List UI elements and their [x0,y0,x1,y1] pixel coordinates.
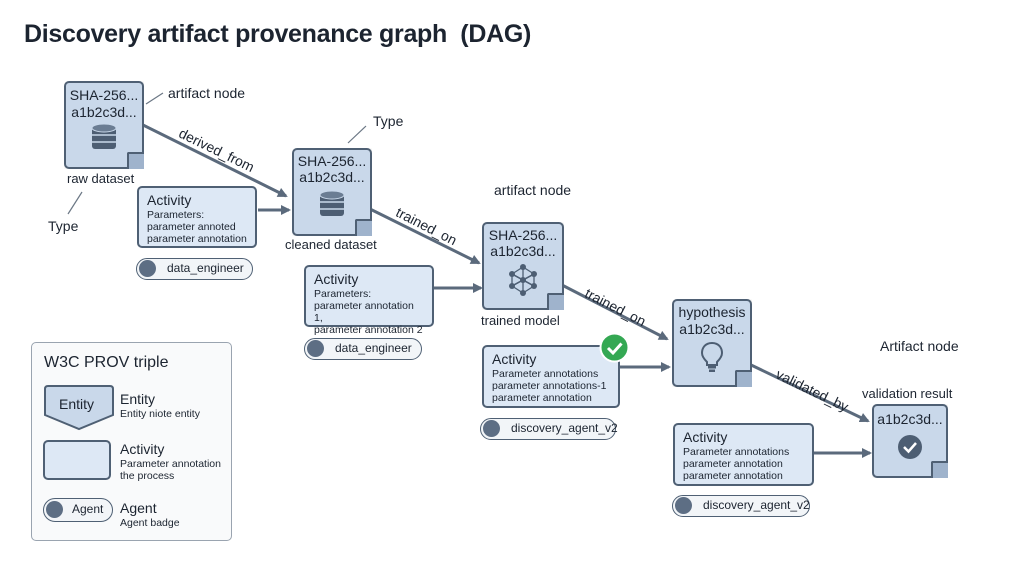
activity-param: parameter annotation [683,458,783,470]
legend-entity-shape [44,385,114,431]
agent-name: data_engineer [167,261,244,275]
activity-box-2[interactable]: Activity Parameters: parameter annotatio… [304,265,434,336]
activity-param: Parameter annotations [492,368,599,380]
activity-param: Parameters: [314,288,372,300]
activity-box-4[interactable]: Activity Parameter annotations parameter… [673,423,814,486]
edge-trained-on-2-line [559,282,669,341]
agent-avatar-icon [139,260,156,277]
activity-param: parameter annotations-1 [492,380,607,392]
activity-param: parameter annotation 1, [314,300,414,324]
agent-avatar-icon [46,501,63,518]
legend-panel: W3C PROV triple Entity Entity Entity nio… [31,342,232,541]
checkmark-icon [898,435,922,459]
activity-title: Activity [492,351,537,367]
node-hash-line-1: SHA-256... [488,227,558,243]
agent-name: discovery_agent_v2 [703,498,810,512]
legend-activity-desc: the process [120,470,175,482]
activity-title: Activity [683,429,728,445]
legend-activity-name: Activity [120,441,165,457]
legend-agent-desc: Agent badge [120,517,180,529]
page-fold [931,461,948,478]
check-circle-icon [599,332,630,363]
page-fold [127,152,144,169]
callout-artifact-node-raw: artifact node [168,85,246,101]
page-fold [355,219,372,236]
node-label-raw-dataset: raw dataset [67,171,135,186]
edge-derived-from-line [140,122,288,198]
callout-line-raw [145,92,164,105]
activity-param: parameter annotation [147,233,247,245]
page-fold [547,293,564,310]
node-hash-line-2: a1b2c3d... [299,169,365,185]
edge-validated-by-line [748,362,870,423]
neural-network-icon [509,264,537,296]
activity-param: parameter annotation 2 [314,324,423,336]
agent-name: discovery_agent_v2 [511,421,618,435]
agent-avatar-icon [675,497,692,514]
node-hash-line-2: a1b2c3d... [490,243,556,259]
callout-line-type-raw [67,191,83,215]
agent-avatar-icon [307,340,324,357]
node-label-trained-model: trained model [481,313,560,328]
activity-param: Parameters: [147,209,205,221]
legend-entity-shape-label: Entity [59,396,95,412]
activity-param: parameter annotation [683,470,783,482]
lightbulb-icon [700,341,724,372]
legend-activity-shape [43,440,111,480]
activity-box-3[interactable]: Activity Parameter annotations parameter… [482,345,620,408]
agent-badge-2[interactable]: data_engineer [304,338,422,360]
agent-avatar-icon [483,420,500,437]
node-hash-line-1: SHA-256... [69,87,139,103]
node-label-cleaned-dataset: cleaned dataset [285,237,377,252]
legend-entity-name: Entity [120,391,156,407]
legend-agent-shape-label: Agent [72,502,104,516]
node-label-validation-result: validation result [862,386,953,401]
agent-badge-3[interactable]: discovery_agent_v2 [480,418,618,440]
edge-trained-on-1-line [369,207,481,265]
agent-badge-1[interactable]: data_engineer [136,258,253,280]
node-hash-line-2: a1b2c3d... [679,321,745,337]
legend-entity-desc: Entity niote entity [120,408,200,420]
node-hash-line-2: a1b2c3d... [71,104,137,120]
activity-param: parameter annoted [147,221,236,233]
node-hash-line-1: a1b2c3d... [877,411,943,427]
activity-title: Activity [147,192,192,208]
callout-artifact-node-model: artifact node [494,182,572,198]
node-hash-line-1: hypothesis [678,304,746,320]
database-icon [319,190,345,216]
legend-agent-name: Agent [120,500,157,516]
legend-activity-desc: Parameter annotation [120,458,221,470]
legend-title: W3C PROV triple [44,354,169,371]
database-icon [91,123,117,149]
page-fold [735,370,752,387]
legend-agent-shape: Agent [43,498,113,522]
activity-box-1[interactable]: Activity Parameters: parameter annoted p… [137,186,257,248]
callout-type-raw: Type [48,218,79,234]
page-title: Discovery artifact provenance graph (DAG… [24,20,531,48]
activity-title: Activity [314,271,359,287]
activity-param: parameter annotation [492,392,592,404]
agent-badge-4[interactable]: discovery_agent_v2 [672,495,810,517]
callout-line-cleaned [347,125,367,144]
activity-param: Parameter annotations [683,446,790,458]
agent-name: data_engineer [335,341,412,355]
callout-artifact-node-validation: Artifact node [880,338,959,354]
node-hash-line-1: SHA-256... [297,153,367,169]
callout-type-cleaned: Type [373,113,404,129]
